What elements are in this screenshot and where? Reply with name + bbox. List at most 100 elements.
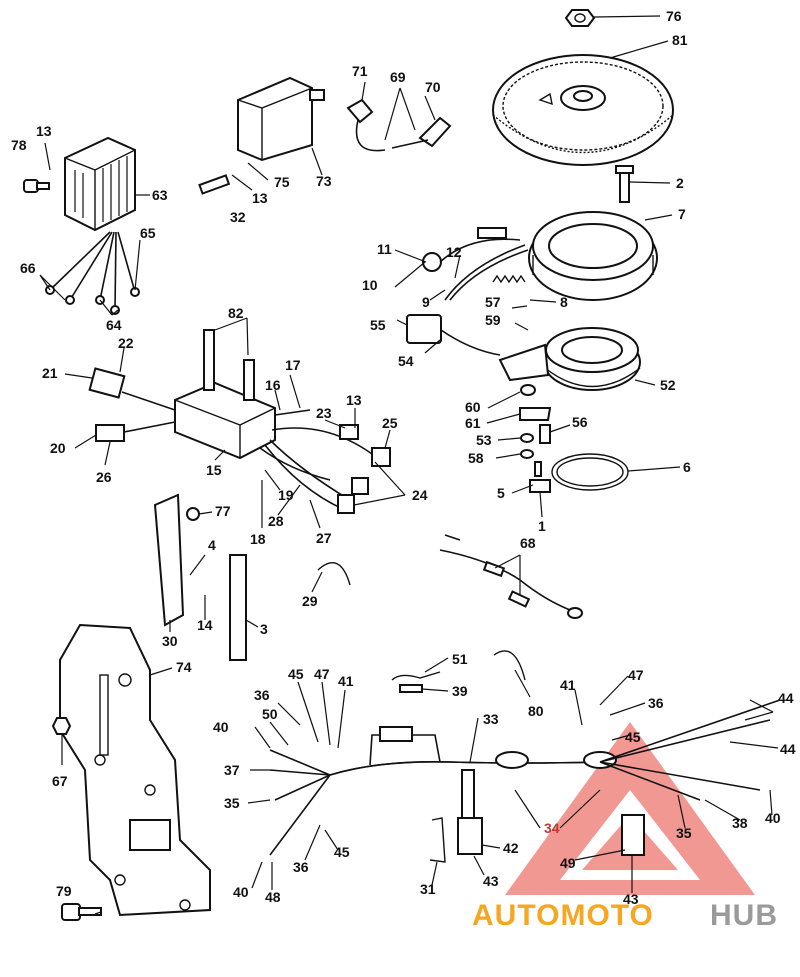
flywheel-81 — [492, 54, 674, 166]
callout-50: 50 — [262, 706, 278, 722]
callout-79: 79 — [56, 883, 72, 899]
stator-7 — [528, 211, 658, 301]
callout-30: 30 — [162, 633, 178, 649]
callout-27: 27 — [316, 530, 332, 546]
sensor-plug-55 — [406, 314, 501, 356]
automotohub-logo-watermark — [505, 722, 755, 895]
mounting-plate-74 — [59, 623, 211, 917]
callout-55: 55 — [370, 317, 386, 333]
callout-28: 28 — [268, 513, 284, 529]
cover-3 — [229, 554, 247, 661]
callout-53: 53 — [476, 432, 492, 448]
callout-33: 33 — [483, 711, 499, 727]
callout-47-right: 47 — [628, 667, 644, 683]
callout-43-right: 43 — [623, 891, 639, 907]
callout-35-right: 35 — [676, 825, 692, 841]
callout-22: 22 — [118, 335, 134, 351]
callout-82: 82 — [228, 305, 244, 321]
wire-39-51-80 — [391, 650, 526, 693]
screw-79 — [61, 903, 102, 921]
callout-63: 63 — [152, 187, 168, 203]
callout-41-right: 41 — [560, 677, 576, 693]
sensor-wires-9 — [422, 227, 529, 301]
callout-36-left-bottom: 36 — [293, 859, 309, 875]
callout-37: 37 — [224, 762, 240, 778]
screw-32 — [198, 174, 231, 195]
callout-11: 11 — [377, 241, 392, 257]
callout-59: 59 — [485, 312, 501, 328]
callout-40-left-top: 40 — [213, 719, 229, 735]
callout-76: 76 — [666, 8, 682, 24]
callout-42: 42 — [503, 840, 519, 856]
callout-32: 32 — [230, 209, 246, 225]
small-hardware-60-61-53-58 — [519, 384, 552, 493]
callout-43-left: 43 — [483, 873, 499, 889]
callout-73: 73 — [316, 173, 332, 189]
callout-17: 17 — [285, 357, 301, 373]
callout-10: 10 — [362, 277, 378, 293]
callout-29: 29 — [302, 593, 318, 609]
callout-labels: 76 81 2 7 8 71 69 70 73 75 13 78 63 13 3… — [11, 8, 796, 907]
spring-8 — [492, 274, 526, 284]
callout-4: 4 — [208, 537, 216, 553]
callout-38: 38 — [732, 815, 748, 831]
callout-13-pack: 13 — [346, 392, 362, 408]
callout-24: 24 — [412, 487, 428, 503]
nut-67 — [51, 717, 72, 735]
callout-13-rectifier: 13 — [36, 123, 52, 139]
retaining-ring-6 — [551, 453, 629, 491]
callout-20: 20 — [50, 440, 66, 456]
callout-78: 78 — [11, 137, 27, 153]
callout-77: 77 — [215, 503, 231, 519]
brand-text-hub: HUB — [710, 899, 778, 932]
callout-41-left: 41 — [338, 673, 354, 689]
callout-57: 57 — [485, 294, 501, 310]
callout-51: 51 — [452, 651, 468, 667]
callout-54: 54 — [398, 353, 414, 369]
callout-16: 16 — [265, 377, 281, 393]
callout-34: 34 — [544, 820, 560, 836]
callout-47-left: 47 — [314, 666, 330, 682]
callout-23: 23 — [316, 405, 332, 421]
callout-69: 69 — [390, 69, 406, 85]
callout-26: 26 — [96, 469, 112, 485]
callout-44-top: 44 — [778, 690, 794, 706]
callout-64: 64 — [106, 317, 122, 333]
callout-49: 49 — [560, 855, 576, 871]
callout-75: 75 — [274, 174, 290, 190]
callout-44-bottom: 44 — [780, 741, 796, 757]
callout-14: 14 — [197, 617, 213, 633]
callout-35-left: 35 — [224, 795, 240, 811]
callout-67: 67 — [52, 773, 68, 789]
callout-7: 7 — [678, 206, 686, 222]
callout-5: 5 — [497, 485, 505, 501]
wire-lead-68 — [439, 534, 583, 619]
callout-3: 3 — [260, 621, 268, 637]
callout-40-left-bottom: 40 — [233, 884, 249, 900]
callout-52: 52 — [660, 377, 676, 393]
callout-56: 56 — [572, 414, 588, 430]
callout-61: 61 — [465, 415, 481, 431]
callout-40-right: 40 — [765, 810, 781, 826]
callout-12: 12 — [446, 244, 462, 260]
power-pack-15 — [174, 329, 276, 460]
rectifier-wires-64 — [45, 231, 140, 315]
callout-36-right: 36 — [648, 695, 664, 711]
callout-15: 15 — [206, 462, 222, 478]
callout-45-right: 45 — [625, 729, 641, 745]
callout-6: 6 — [683, 459, 691, 475]
leader-lines — [39, 15, 779, 915]
callout-18: 18 — [250, 531, 266, 547]
connector-21-22 — [88, 367, 176, 411]
callout-80: 80 — [528, 703, 544, 719]
ignition-coil-73 — [237, 76, 325, 162]
brand-text-automoto: AUTOMOTO — [472, 899, 654, 932]
callout-81: 81 — [672, 32, 688, 48]
callout-21: 21 — [42, 365, 58, 381]
screw-78 — [23, 179, 50, 193]
callout-39: 39 — [452, 683, 468, 699]
callout-66: 66 — [20, 260, 36, 276]
callout-13-coil: 13 — [252, 190, 268, 206]
callout-45-left-top: 45 — [288, 666, 304, 682]
